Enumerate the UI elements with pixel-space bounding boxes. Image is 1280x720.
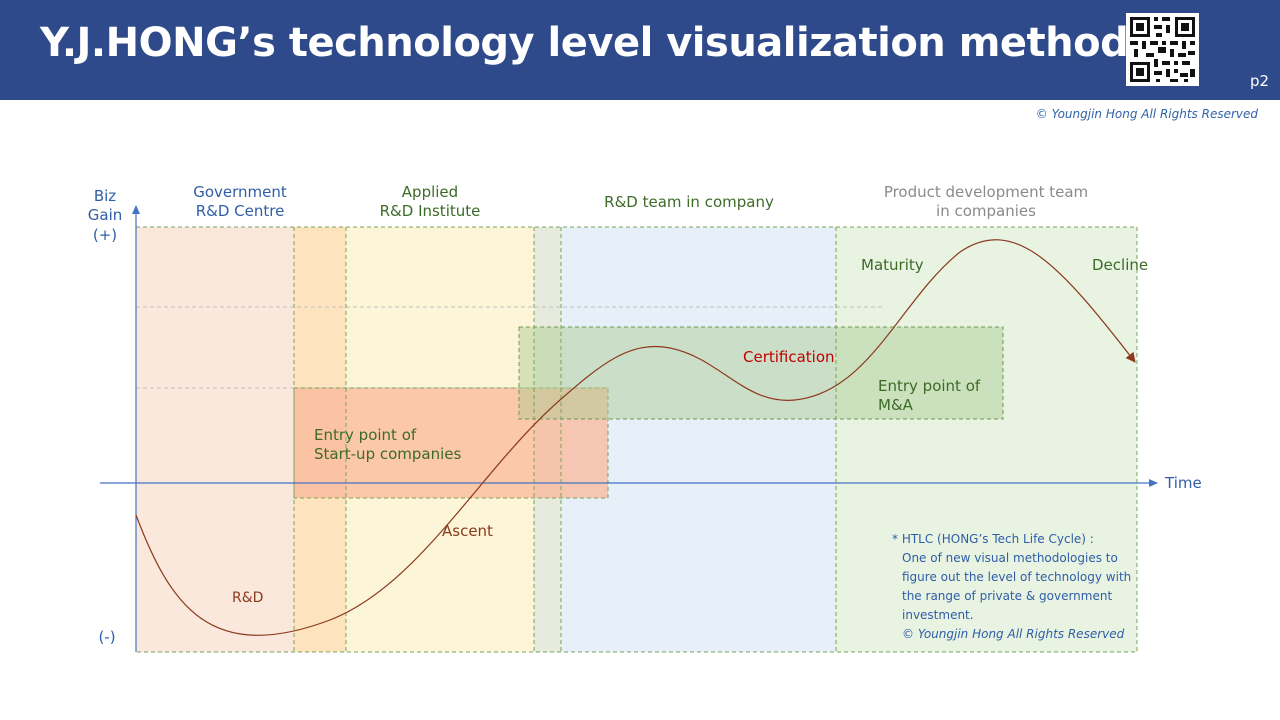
- htlc-note: * HTLC (HONG’s Tech Life Cycle) : One of…: [892, 530, 1152, 644]
- section-label-product-1: Product development team: [884, 183, 1088, 201]
- mna-entry-label-1: Entry point of: [878, 377, 981, 395]
- y-axis-label-plus: (+): [93, 226, 117, 244]
- page-number: p2: [1250, 72, 1270, 90]
- section-label-gov-2: R&D Centre: [196, 202, 285, 220]
- note-line-3: figure out the level of technology with: [902, 570, 1132, 584]
- stage-label-rnd: R&D: [232, 590, 263, 606]
- section-label-applied-2: R&D Institute: [380, 202, 481, 220]
- stage-label-maturity: Maturity: [861, 256, 924, 274]
- note-line-1: * HTLC (HONG’s Tech Life Cycle) :: [892, 532, 1094, 546]
- y-axis-label-gain: Gain: [88, 206, 123, 224]
- stage-label-certification: Certification: [743, 348, 835, 366]
- stage-label-decline: Decline: [1092, 256, 1148, 274]
- section-label-product-2: in companies: [936, 202, 1036, 220]
- note-line-4: the range of private & government: [902, 589, 1113, 603]
- copyright-notice: © Youngjin Hong All Rights Reserved: [1035, 107, 1258, 121]
- startup-entry-label-2: Start-up companies: [314, 445, 462, 463]
- qr-code-icon: [1126, 13, 1199, 86]
- tech-life-cycle-curve: [135, 239, 1136, 636]
- section-label-gov-1: Government: [193, 183, 287, 201]
- section-label-applied-1: Applied: [402, 183, 458, 201]
- y-axis-label-biz: Biz: [94, 187, 116, 205]
- qr-code-graphic: [1126, 13, 1199, 86]
- section-label-company: R&D team in company: [604, 193, 774, 211]
- y-axis-label-minus: (-): [98, 628, 115, 646]
- startup-entry-label-1: Entry point of: [314, 426, 417, 444]
- mna-entry-box: [518, 326, 1004, 420]
- section-bg-gov: [136, 227, 294, 652]
- page-title: Y.J.HONG’s technology level visualizatio…: [40, 20, 1129, 66]
- mna-entry-label-2: M&A: [878, 396, 914, 414]
- header-bar: Y.J.HONG’s technology level visualizatio…: [0, 0, 1280, 100]
- note-line-2: One of new visual methodologies to: [902, 551, 1118, 565]
- x-axis-label-time: Time: [1164, 474, 1202, 492]
- stage-label-ascent: Ascent: [442, 522, 493, 540]
- note-copyright: © Youngjin Hong All Rights Reserved: [902, 627, 1125, 641]
- note-line-5: investment.: [902, 608, 974, 622]
- section-bg-product: [836, 227, 1137, 652]
